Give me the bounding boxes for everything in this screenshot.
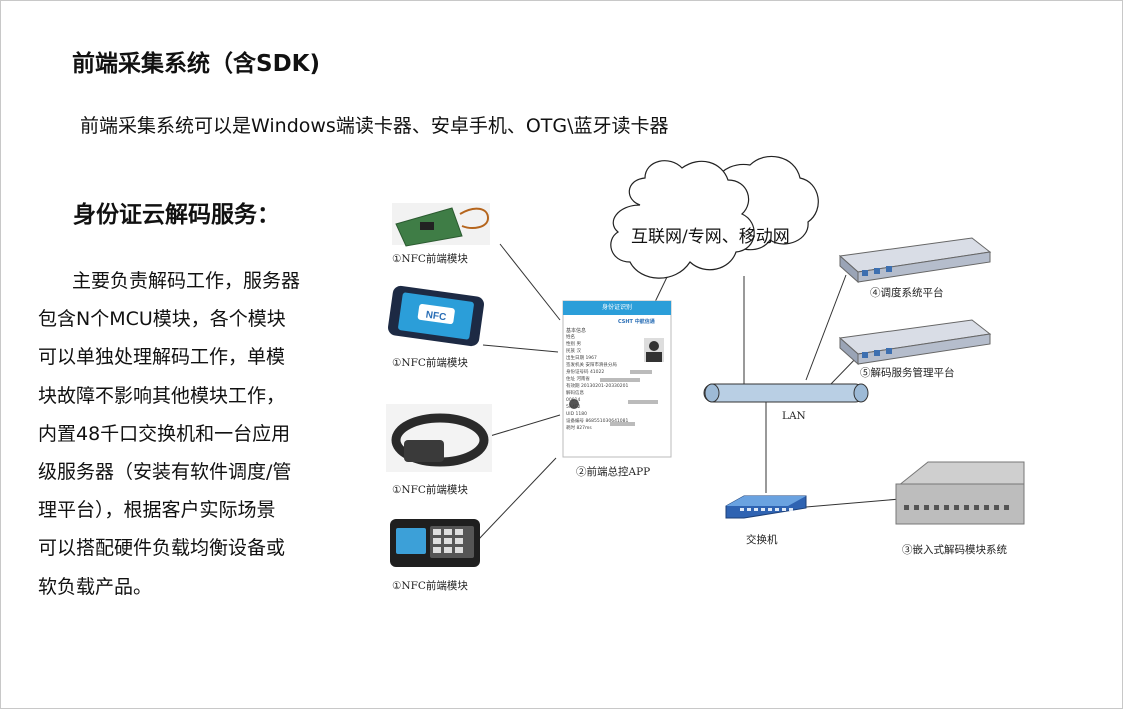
section-title-frontend: 前端采集系统（含SDK) (72, 51, 320, 77)
paragraph-line: 软负载产品。 (38, 575, 153, 598)
app-card-field-row: 性别 男 (566, 342, 581, 347)
paragraph-line: 理平台），根据客户实际场景 (38, 499, 276, 522)
caption-decode-mgmt-platform: ⑤解码服务管理平台 (860, 367, 955, 379)
embedded-decode-box-icon (895, 461, 1025, 525)
lan-bus (703, 383, 869, 403)
app-card-field-row: 00014 (566, 398, 581, 403)
caption-frontend-app: ②前端总控APP (576, 466, 651, 478)
app-card-field-row: 出生日期 1967 (566, 356, 597, 361)
dispatch-server-icon (838, 237, 992, 284)
app-screenshot-card (562, 300, 672, 458)
paragraph-line: 可以搭配硬件负载均衡设备或 (38, 537, 286, 560)
nfc-module-pcb-icon (392, 203, 490, 247)
app-card-field-row: 姓名 (566, 335, 575, 340)
paragraph-line: 可以单独处理解码工作，单模 (38, 346, 286, 369)
cloud-decode-paragraph: 主要负责解码工作，服务器 包含N个MCU模块，各个模块 可以单独处理解码工作，单… (38, 268, 328, 612)
lan-label: LAN (782, 410, 806, 422)
caption-embedded-decode-system: ③嵌入式解码模块系统 (902, 544, 1007, 556)
app-card-field-row: 有效期 20130201-20330201 (566, 384, 629, 389)
app-card-section-decode: 解码信息 (566, 391, 584, 396)
app-card-field-row: 5A4E2 (566, 405, 581, 410)
nfc-badge-text: NFC (425, 310, 447, 324)
connector-lines (477, 243, 901, 541)
frontend-description: 前端采集系统可以是Windows端读卡器、安卓手机、OTG\蓝牙读卡器 (80, 115, 669, 137)
line-nfc3-app (489, 414, 561, 437)
app-card-brand: CSHT 中航信通 (618, 319, 655, 325)
paragraph-line: 包含N个MCU模块，各个模块 (38, 308, 286, 331)
app-card-field-row: 民族 汉 (566, 349, 581, 354)
caption-nfc-module-4: ①NFC前端模块 (392, 580, 468, 592)
paragraph-line: 内置48千口交换机和一台应用 (38, 422, 291, 445)
app-card-field-row: UID 1180 (566, 412, 587, 417)
app-card-field-row: 签发机关 安阳市滑县分局 (566, 363, 617, 368)
cloud-label: 互联网/专网、移动网 (631, 227, 790, 247)
nfc-wristband-icon (386, 404, 492, 472)
line-nfc2-app (482, 344, 559, 353)
app-card-field-row: 身份证号码 41022 (566, 370, 605, 375)
line-switch-embedded (805, 498, 901, 508)
app-card-header: 身份证识别 (601, 304, 632, 311)
nfc-phone-icon (388, 285, 484, 347)
nfc-pos-terminal-icon (390, 519, 480, 567)
app-card-section-basic: 基本信息 (566, 328, 587, 334)
app-card-field-row: 设备编号 868551030641081 (566, 419, 629, 424)
switch-icon (725, 495, 807, 519)
app-card-fields: 姓名 性别 男 民族 汉 出生日期 1967 签发机关 安阳市滑县分局 身份证号… (566, 334, 628, 432)
paragraph-line: 主要负责解码工作，服务器 (72, 270, 301, 292)
line-nfc1-app (499, 243, 561, 321)
line-nfc4-app (477, 457, 557, 541)
paragraph-line: 级服务器（安装有软件调度/管 (38, 460, 292, 483)
section-title-cloud-decode: 身份证云解码服务： (73, 202, 280, 228)
line-lan-dispatch (805, 274, 847, 381)
caption-nfc-module-2: ①NFC前端模块 (392, 357, 468, 369)
caption-nfc-module-1: ①NFC前端模块 (392, 253, 468, 265)
caption-nfc-module-3: ①NFC前端模块 (392, 484, 468, 496)
app-card-field-row: 耗时 827ms (566, 426, 592, 431)
caption-dispatch-platform: ④调度系统平台 (870, 287, 944, 299)
app-card-field-row: 住址 河南省 (566, 377, 590, 382)
decode-mgmt-server-icon (838, 319, 992, 366)
paragraph-line: 块故障不影响其他模块工作， (38, 384, 286, 407)
cloud-shape (610, 155, 819, 279)
caption-switch: 交换机 (746, 534, 778, 546)
